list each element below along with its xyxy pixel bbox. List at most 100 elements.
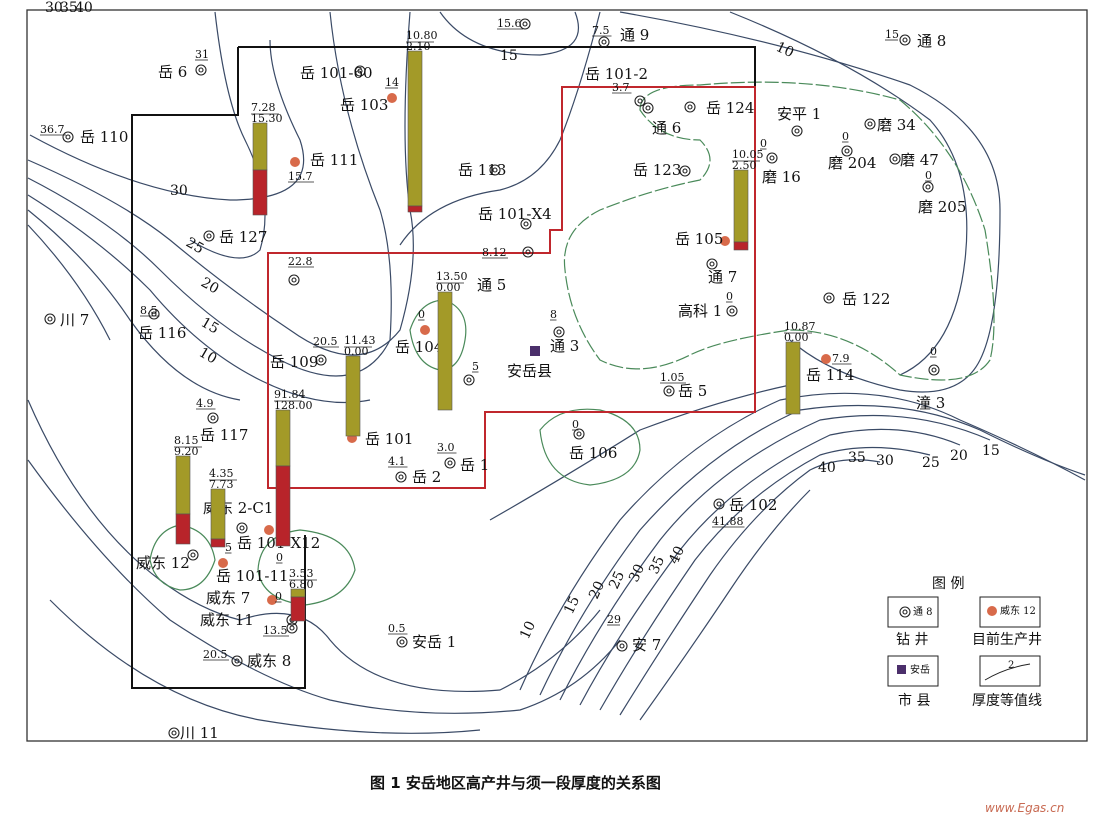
well-thickness-value: 0 xyxy=(418,308,425,321)
well-icon xyxy=(44,313,56,325)
well-name: 川 7 xyxy=(60,311,89,329)
bar-red-segment xyxy=(407,205,423,213)
legend-contour-sample: 2 xyxy=(1008,660,1014,671)
well-thickness-value: 15 xyxy=(885,28,899,41)
well-icon xyxy=(663,385,675,397)
contour-label: 25 xyxy=(922,455,940,471)
thickness-bar-layer: 7.2815.3010.802.1010.052.5013.500.0011.4… xyxy=(174,29,816,622)
well-marker: 22.8 xyxy=(288,255,314,286)
contour-label: 35 xyxy=(646,554,668,577)
well-icon xyxy=(288,274,300,286)
bar-red-segment xyxy=(175,513,191,545)
contour-label: 15 xyxy=(198,315,221,338)
well-icon xyxy=(922,181,934,193)
well-marker: 通 97.5 xyxy=(592,24,649,48)
bar-olive-segment xyxy=(407,50,423,207)
legend-well-icon xyxy=(899,606,911,618)
bar-red-segment xyxy=(252,169,268,216)
well-name: 岳 2 xyxy=(412,468,441,486)
contour-label: 30 xyxy=(45,0,63,16)
well-thickness-value: 4.9 xyxy=(196,397,214,410)
legend-box-well xyxy=(887,596,939,628)
well-thickness-value: 14 xyxy=(385,76,399,89)
well-marker: 岳 113 xyxy=(458,161,506,179)
bar-top-value: 4.35 xyxy=(209,467,234,480)
bar-olive-segment xyxy=(437,291,453,411)
well-icon xyxy=(684,101,696,113)
bar-top-value: 10.87 xyxy=(784,320,816,333)
well-icon xyxy=(463,374,475,386)
well-icon xyxy=(616,640,628,652)
legend-contour-icon xyxy=(984,663,1031,681)
well-icon xyxy=(203,230,215,242)
well-name: 岳 101-60 xyxy=(300,64,373,82)
city-name: 安岳县 xyxy=(507,362,552,380)
well-thickness-value: 29 xyxy=(607,613,621,626)
well-marker: 通 815 xyxy=(885,28,946,50)
well-marker: 川 11 xyxy=(168,724,219,742)
bar-bottom-value: 9.20 xyxy=(174,445,199,458)
well-name: 磨 34 xyxy=(877,116,916,134)
well-thickness-value: 5 xyxy=(225,541,232,554)
production-bar: 4.357.73 xyxy=(209,467,237,548)
well-name: 安 7 xyxy=(632,636,661,654)
well-marker: 安平 1 xyxy=(777,105,821,137)
well-name: 岳 101 xyxy=(365,430,413,448)
well-icon xyxy=(928,364,940,376)
legend-city-icon xyxy=(897,665,906,674)
well-thickness-value: 41.88 xyxy=(712,515,744,528)
well-name: 安平 1 xyxy=(777,105,821,123)
legend-well-sample: 通 8 xyxy=(913,606,933,618)
well-icon xyxy=(236,522,248,534)
well-marker: 通 7 xyxy=(706,258,737,286)
producing-well-icon xyxy=(821,354,831,364)
bar-bottom-value: 6.80 xyxy=(289,578,314,591)
well-icon xyxy=(598,36,610,48)
contour-label: 15 xyxy=(982,443,1000,459)
well-marker: 通 58.12 xyxy=(477,246,534,294)
bar-top-value: 3.53 xyxy=(289,567,314,580)
well-name: 岳 104 xyxy=(395,338,443,356)
well-icon xyxy=(396,636,408,648)
well-marker: 15.6 xyxy=(497,17,531,30)
well-marker: 岳 24.1 xyxy=(388,455,441,486)
production-bar: 13.500.00 xyxy=(436,270,468,411)
producing-well-icon xyxy=(387,93,397,103)
well-name: 磨 16 xyxy=(762,168,801,186)
watermark: www.Egas.cn xyxy=(985,801,1064,815)
legend-producer-sample: 威东 12 xyxy=(1000,604,1036,617)
well-icon xyxy=(168,727,180,739)
well-name: 高科 1 xyxy=(678,302,722,320)
well-thickness-value: 0 xyxy=(842,130,849,143)
well-name: 岳 123 xyxy=(633,161,681,179)
well-name: 磨 47 xyxy=(900,151,939,169)
bar-olive-segment xyxy=(210,488,226,540)
contour-labels: 10 15 30 25 20 15 10 30 35 40 10 15 20 2… xyxy=(45,0,1000,642)
well-name: 岳 102 xyxy=(729,496,777,514)
well-name: 威东 12 xyxy=(136,554,190,572)
well-thickness-value: 0 xyxy=(572,418,579,431)
well-thickness-value: 31 xyxy=(195,48,209,61)
well-name: 岳 114 xyxy=(806,366,854,384)
bar-olive-segment xyxy=(733,169,749,243)
legend-box-contour xyxy=(979,655,1041,687)
well-name: 岳 124 xyxy=(706,99,754,117)
well-thickness-value: 3.7 xyxy=(612,81,630,94)
well-name: 川 11 xyxy=(180,724,219,742)
contour-label: 40 xyxy=(818,460,836,476)
contour-label: 35 xyxy=(848,450,866,466)
well-icon xyxy=(726,305,738,317)
well-thickness-value: 20.5 xyxy=(313,335,338,348)
bar-bottom-value: 0.00 xyxy=(436,281,461,294)
contour-label: 20 xyxy=(586,579,608,602)
well-name: 磨 205 xyxy=(918,198,966,216)
well-icon xyxy=(889,153,901,165)
contour-label: 40 xyxy=(75,0,93,16)
well-name: 通 7 xyxy=(708,268,737,286)
contour-label: 40 xyxy=(666,544,688,567)
bar-red-segment xyxy=(275,465,291,547)
contour-label: 25 xyxy=(183,235,206,258)
